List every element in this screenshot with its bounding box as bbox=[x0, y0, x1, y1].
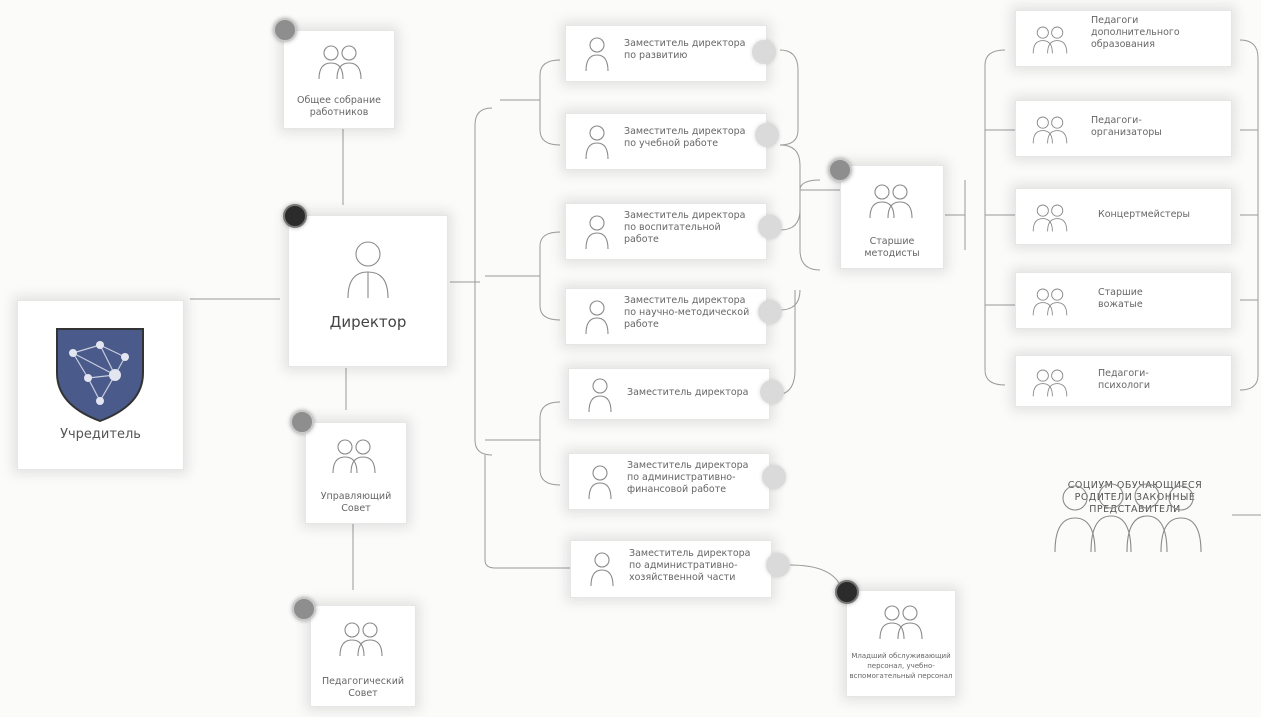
staff-label: Педагоги- организаторы bbox=[1091, 115, 1162, 138]
deputy-marker bbox=[766, 553, 790, 577]
people-icon bbox=[1032, 204, 1068, 232]
staff-label: Педагоги дополнительного образования bbox=[1091, 15, 1180, 50]
staff-card-psychologists[interactable]: Педагоги- психологи bbox=[1015, 355, 1232, 407]
deputy-card-household[interactable]: Заместитель директора по административно… bbox=[570, 540, 772, 598]
deputy-card-finance[interactable]: Заместитель директора по административно… bbox=[568, 453, 770, 510]
person-icon bbox=[585, 215, 609, 250]
deputy-marker bbox=[755, 123, 779, 147]
people-icon bbox=[318, 45, 362, 80]
general-meeting-label: Общее собрание работников bbox=[297, 95, 381, 118]
staff-card-additional-ed[interactable]: Педагоги дополнительного образования bbox=[1015, 10, 1232, 67]
people-icon bbox=[1032, 288, 1068, 316]
person-icon bbox=[585, 300, 609, 335]
staff-card-counselors[interactable]: Старшие вожатые bbox=[1015, 272, 1232, 329]
director-label: Директор bbox=[329, 313, 407, 331]
deputy-label: Заместитель директора по учебной работе bbox=[624, 126, 746, 149]
people-icon bbox=[1032, 369, 1068, 397]
deputy-label: Заместитель директора по административно… bbox=[627, 460, 749, 495]
person-icon bbox=[585, 125, 609, 160]
person-icon bbox=[588, 378, 612, 413]
staff-label: Старшие вожатые bbox=[1098, 287, 1143, 310]
deputy-marker bbox=[758, 215, 782, 239]
staff-label: Концертмейстеры bbox=[1098, 209, 1190, 220]
deputy-label: Заместитель директора по воспитательной … bbox=[624, 210, 746, 245]
deputy-card-academic[interactable]: Заместитель директора по учебной работе bbox=[565, 113, 767, 170]
pedagogical-council-card[interactable]: Педагогический Совет bbox=[310, 605, 416, 707]
group-people-icon bbox=[1054, 483, 1202, 553]
general-meeting-card[interactable]: Общее собрание работников bbox=[283, 30, 395, 129]
deputy-label: Заместитель директора bbox=[627, 387, 749, 398]
people-icon bbox=[879, 605, 923, 640]
person-icon bbox=[585, 37, 609, 72]
founder-label: Учредитель bbox=[60, 427, 141, 442]
deputy-card-general[interactable]: Заместитель директора bbox=[568, 368, 770, 420]
deputy-marker bbox=[760, 380, 784, 404]
deputy-card-development[interactable]: Заместитель директора по развитию bbox=[565, 25, 767, 82]
staff-label: Педагоги- психологи bbox=[1098, 368, 1151, 391]
support-staff-card[interactable]: Младший обслуживающий персонал, учебно- … bbox=[846, 590, 956, 697]
senior-methodists-label: Старшие методисты bbox=[864, 236, 920, 259]
director-card[interactable]: Директор bbox=[288, 215, 448, 367]
person-icon bbox=[347, 241, 389, 299]
crown-icon bbox=[283, 204, 307, 228]
deputy-marker bbox=[758, 300, 782, 324]
person-icon bbox=[590, 552, 614, 587]
people-icon bbox=[1032, 116, 1068, 144]
pedagogical-council-label: Педагогический Совет bbox=[321, 676, 405, 699]
gear-icon bbox=[292, 597, 316, 621]
people-icon bbox=[869, 184, 913, 219]
deputy-label: Заместитель директора по развитию bbox=[624, 38, 746, 61]
deputy-marker bbox=[762, 465, 786, 489]
gear-icon bbox=[273, 18, 297, 42]
founder-card[interactable]: Учредитель bbox=[17, 300, 184, 470]
shield-network-icon bbox=[56, 328, 144, 423]
managing-council-card[interactable]: Управляющий Совет bbox=[305, 422, 407, 524]
gear-icon bbox=[828, 158, 852, 182]
managing-council-label: Управляющий Совет bbox=[320, 491, 392, 514]
deputy-marker bbox=[752, 40, 776, 64]
deputy-label: Заместитель директора по научно-методиче… bbox=[624, 295, 750, 330]
people-icon bbox=[1032, 26, 1068, 54]
society-group[interactable]: СОЦИУМ ОБУЧАЮЩИЕСЯ РОДИТЕЛИ ЗАКОННЫЕ ПРЕ… bbox=[1045, 480, 1235, 625]
gear-icon bbox=[835, 580, 859, 604]
senior-methodists-card[interactable]: Старшие методисты bbox=[840, 165, 944, 269]
people-icon bbox=[339, 622, 383, 657]
staff-card-accompanists[interactable]: Концертмейстеры bbox=[1015, 188, 1232, 245]
staff-card-organizers[interactable]: Педагоги- организаторы bbox=[1015, 100, 1232, 157]
person-icon bbox=[588, 465, 612, 500]
deputy-card-methodical[interactable]: Заместитель директора по научно-методиче… bbox=[565, 288, 767, 345]
deputy-card-educational[interactable]: Заместитель директора по воспитательной … bbox=[565, 203, 767, 260]
people-icon bbox=[332, 439, 376, 474]
support-staff-label: Младший обслуживающий персонал, учебно- … bbox=[849, 652, 953, 680]
gear-icon bbox=[290, 410, 314, 434]
deputy-label: Заместитель директора по административно… bbox=[629, 548, 751, 583]
